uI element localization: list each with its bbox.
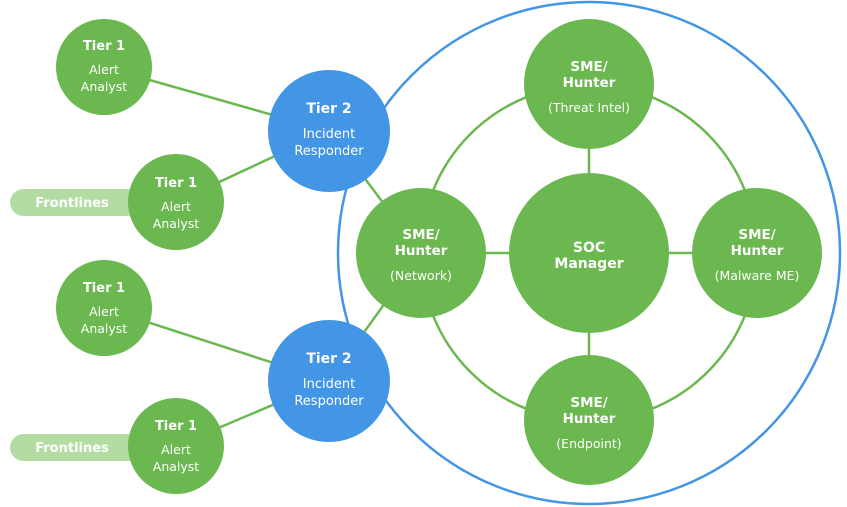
node-line: Alert bbox=[161, 199, 191, 214]
node-circle bbox=[268, 70, 390, 192]
node-title: SME/ bbox=[570, 59, 607, 75]
nodes: Tier 1 Alert Analyst Tier 1 Alert Analys… bbox=[56, 19, 822, 494]
node-line: Alert bbox=[161, 442, 191, 457]
node-tier2-incident-responder-2[interactable]: Tier 2 Incident Responder bbox=[268, 320, 390, 442]
node-circle bbox=[268, 320, 390, 442]
node-sme-hunter-network[interactable]: SME/ Hunter (Network) bbox=[356, 188, 486, 318]
team-boundary-ring bbox=[336, 0, 842, 506]
node-line: Incident bbox=[303, 377, 355, 392]
node-line: Analyst bbox=[153, 216, 200, 231]
node-line: Responder bbox=[294, 394, 364, 409]
node-line: Responder bbox=[294, 144, 364, 159]
node-subtitle: (Network) bbox=[390, 268, 452, 283]
node-circle bbox=[509, 173, 669, 333]
node-circle bbox=[524, 19, 654, 149]
node-title: SME/ bbox=[570, 395, 607, 411]
node-circle bbox=[692, 188, 822, 318]
frontlines-pill-1: Frontlines bbox=[10, 189, 140, 216]
node-tier1-alert-analyst-2[interactable]: Tier 1 Alert Analyst bbox=[128, 154, 224, 250]
node-sme-hunter-threat-intel[interactable]: SME/ Hunter (Threat Intel) bbox=[524, 19, 654, 149]
node-title: Hunter bbox=[731, 243, 784, 259]
node-circle bbox=[128, 398, 224, 494]
pill-bg bbox=[10, 189, 140, 216]
node-title: Tier 1 bbox=[155, 419, 197, 434]
node-line: Analyst bbox=[81, 321, 128, 336]
node-line: Alert bbox=[89, 304, 119, 319]
node-title: Tier 2 bbox=[306, 101, 351, 117]
node-circle bbox=[56, 19, 152, 115]
node-title: Tier 1 bbox=[83, 281, 125, 296]
frontlines-pill-2: Frontlines bbox=[10, 434, 140, 461]
node-line: Analyst bbox=[153, 459, 200, 474]
node-tier1-alert-analyst-3[interactable]: Tier 1 Alert Analyst bbox=[56, 260, 152, 356]
node-circle bbox=[128, 154, 224, 250]
node-subtitle: (Malware ME) bbox=[715, 268, 800, 283]
node-tier2-incident-responder-1[interactable]: Tier 2 Incident Responder bbox=[268, 70, 390, 192]
node-title: Tier 2 bbox=[306, 351, 351, 367]
node-circle bbox=[524, 355, 654, 485]
node-subtitle: (Threat Intel) bbox=[548, 100, 630, 115]
node-tier1-alert-analyst-1[interactable]: Tier 1 Alert Analyst bbox=[56, 19, 152, 115]
node-title: SME/ bbox=[738, 227, 775, 243]
node-line: Alert bbox=[89, 62, 119, 77]
node-subtitle: (Endpoint) bbox=[556, 436, 621, 451]
node-line: Analyst bbox=[81, 79, 128, 94]
pill-label: Frontlines bbox=[35, 441, 109, 456]
node-sme-hunter-endpoint[interactable]: SME/ Hunter (Endpoint) bbox=[524, 355, 654, 485]
node-title: Hunter bbox=[563, 411, 616, 427]
node-tier1-alert-analyst-4[interactable]: Tier 1 Alert Analyst bbox=[128, 398, 224, 494]
node-title: Manager bbox=[554, 256, 623, 272]
node-sme-hunter-malware[interactable]: SME/ Hunter (Malware ME) bbox=[692, 188, 822, 318]
node-title: SOC bbox=[573, 240, 605, 256]
node-circle bbox=[356, 188, 486, 318]
node-circle bbox=[56, 260, 152, 356]
node-title: Hunter bbox=[395, 243, 448, 259]
node-title: Hunter bbox=[563, 75, 616, 91]
pill-bg bbox=[10, 434, 140, 461]
pill-label: Frontlines bbox=[35, 196, 109, 211]
node-soc-manager[interactable]: SOC Manager bbox=[509, 173, 669, 333]
node-title: SME/ bbox=[402, 227, 439, 243]
node-title: Tier 1 bbox=[83, 39, 125, 54]
node-title: Tier 1 bbox=[155, 176, 197, 191]
node-line: Incident bbox=[303, 127, 355, 142]
